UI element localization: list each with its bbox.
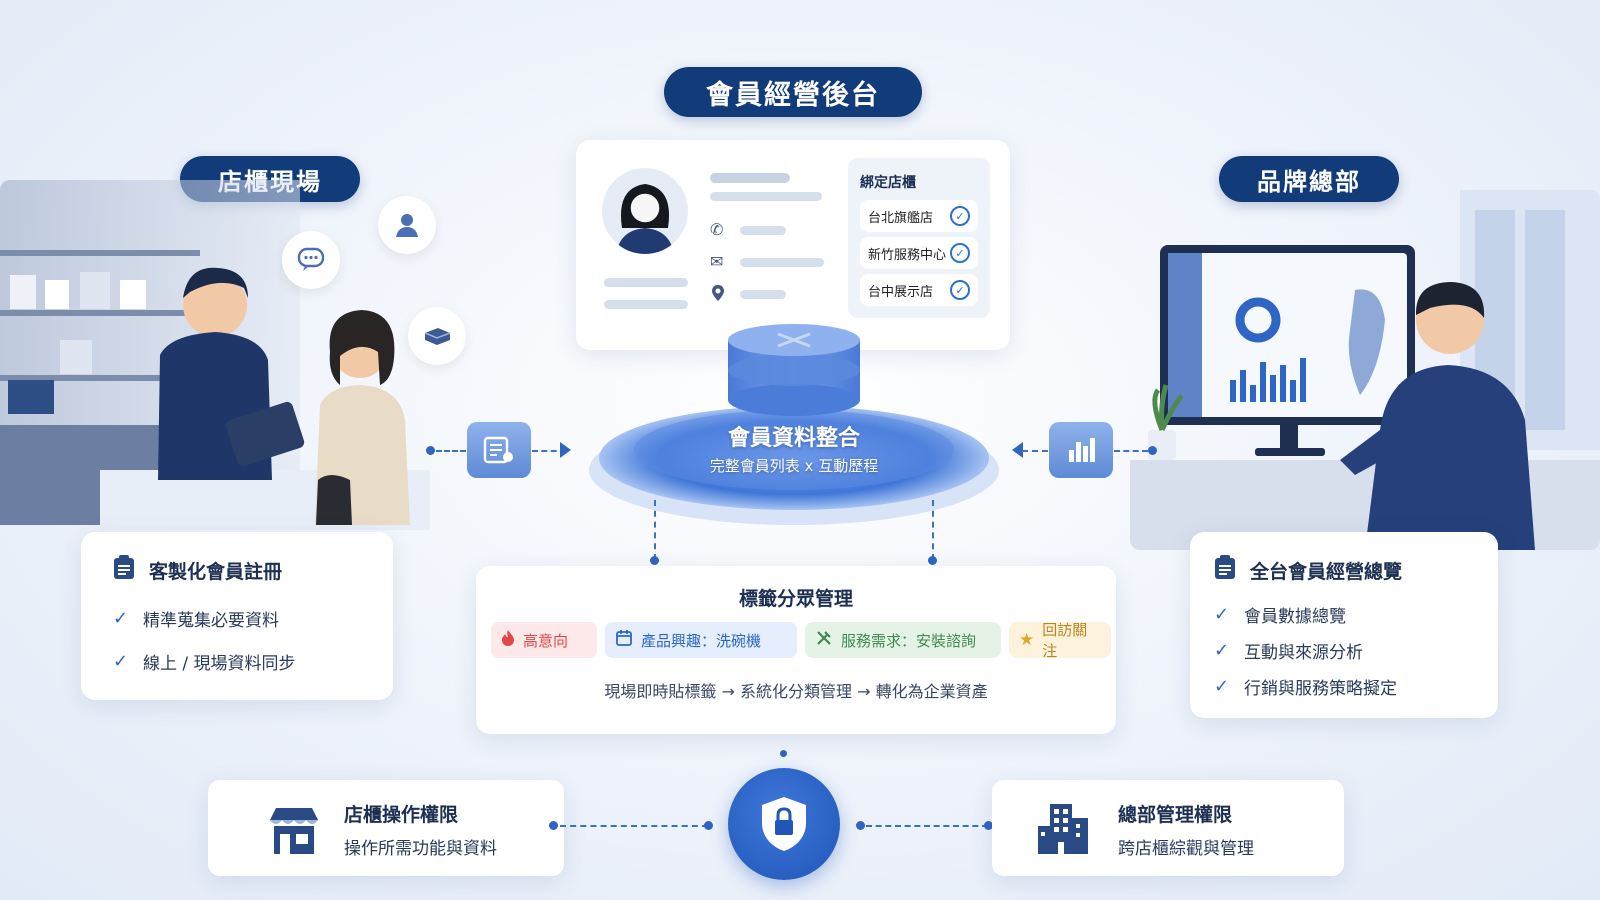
hub-subtitle: 完整會員列表 x 互動歷程 bbox=[709, 457, 879, 475]
calendar-icon bbox=[615, 629, 633, 651]
feature-item-label: 精準蒐集必要資料 bbox=[143, 611, 279, 631]
phone-icon: ✆ bbox=[710, 220, 724, 239]
permission-title: 店櫃操作權限 bbox=[344, 804, 459, 826]
feature-item: ✓ 精準蒐集必要資料 bbox=[113, 606, 279, 631]
header-title: 會員經營後台 bbox=[664, 67, 922, 117]
chat-bubble-icon bbox=[282, 231, 340, 289]
check-circle-icon: ✓ bbox=[950, 206, 970, 226]
storefront-icon bbox=[266, 804, 322, 860]
tag-high-intent[interactable]: 高意向 bbox=[491, 622, 597, 658]
check-circle-icon: ✓ bbox=[950, 243, 970, 263]
bound-store-item[interactable]: 台北旗艦店 ✓ bbox=[860, 200, 978, 232]
tag-flow-text: 現場即時貼標籤 → 系統化分類管理 → 轉化為企業資產 bbox=[604, 682, 988, 701]
card-title: 全台會員經營總覽 bbox=[1250, 561, 1403, 583]
hq-permission-card: 總部管理權限 跨店櫃綜觀與管理 bbox=[992, 780, 1344, 876]
lock-icon bbox=[728, 768, 840, 880]
permission-desc: 操作所需功能與資料 bbox=[344, 839, 497, 859]
store-scene-illustration bbox=[0, 180, 430, 540]
mail-icon: ✉ bbox=[710, 252, 724, 271]
feature-item: ✓ 會員數據總覽 bbox=[1214, 602, 1346, 627]
check-icon: ✓ bbox=[113, 651, 129, 672]
tag-label: 高意向 bbox=[523, 631, 569, 650]
tag-label: 回訪關注 bbox=[1042, 621, 1088, 660]
hub-title: 會員資料整合 bbox=[727, 426, 860, 451]
member-data-hub bbox=[578, 310, 1010, 530]
location-pin-icon bbox=[710, 284, 726, 306]
bar-chart-icon bbox=[1049, 422, 1113, 478]
bound-store-label: 新竹服務中心 bbox=[868, 247, 947, 263]
member-profile-card: ✆ ✉ 綁定店櫃 台北旗艦店 ✓ 新竹服務中心 ✓ 台中展示店 ✓ bbox=[576, 140, 1010, 350]
bound-stores-title: 綁定店櫃 bbox=[860, 175, 916, 191]
feature-item-label: 線上 / 現場資料同步 bbox=[143, 654, 296, 674]
avatar bbox=[602, 168, 688, 254]
feature-item: ✓ 行銷與服務策略擬定 bbox=[1214, 674, 1397, 699]
tag-product-interest[interactable]: 產品興趣：洗碗機 bbox=[605, 622, 797, 658]
check-icon: ✓ bbox=[1214, 676, 1230, 697]
check-icon: ✓ bbox=[1214, 604, 1230, 625]
check-icon: ✓ bbox=[1214, 640, 1230, 661]
clipboard-icon bbox=[1214, 554, 1236, 584]
right-zone-title: 品牌總部 bbox=[1219, 156, 1399, 202]
fire-icon bbox=[501, 629, 515, 651]
tag-label: 產品興趣：洗碗機 bbox=[641, 631, 762, 650]
feature-item-label: 互動與來源分析 bbox=[1244, 643, 1363, 663]
card-title: 標籤分眾管理 bbox=[738, 588, 853, 610]
tag-list: 高意向 產品興趣：洗碗機 服務需求：安裝諮詢 ★ 回訪關注 bbox=[491, 621, 1111, 660]
user-bubble-icon bbox=[378, 196, 436, 254]
bound-stores-panel: 綁定店櫃 台北旗艦店 ✓ 新竹服務中心 ✓ 台中展示店 ✓ bbox=[848, 158, 990, 318]
tag-follow-up[interactable]: ★ 回訪關注 bbox=[1009, 621, 1111, 660]
feature-item: ✓ 線上 / 現場資料同步 bbox=[113, 649, 296, 674]
feature-item-label: 會員數據總覽 bbox=[1244, 607, 1346, 627]
clipboard-icon bbox=[113, 554, 135, 584]
tag-service-need[interactable]: 服務需求：安裝諮詢 bbox=[805, 622, 1001, 658]
custom-registration-card: 客製化會員註冊 ✓ 精準蒐集必要資料 ✓ 線上 / 現場資料同步 bbox=[81, 532, 393, 700]
bound-store-label: 台北旗艦店 bbox=[868, 210, 934, 226]
bound-store-label: 台中展示店 bbox=[868, 284, 934, 300]
form-document-icon bbox=[467, 422, 531, 478]
check-icon: ✓ bbox=[113, 608, 129, 629]
card-title: 客製化會員註冊 bbox=[149, 561, 283, 583]
tag-segmentation-card: 標籤分眾管理 高意向 產品興趣：洗碗機 服務需求：安裝諮詢 ★ 回訪關注 現場即… bbox=[476, 566, 1116, 734]
nationwide-overview-card: 全台會員經營總覽 ✓ 會員數據總覽 ✓ 互動與來源分析 ✓ 行銷與服務策略擬定 bbox=[1190, 532, 1498, 718]
star-icon: ★ bbox=[1019, 630, 1035, 650]
bound-store-item[interactable]: 台中展示店 ✓ bbox=[860, 274, 978, 306]
permission-title: 總部管理權限 bbox=[1118, 804, 1233, 826]
feature-item: ✓ 互動與來源分析 bbox=[1214, 638, 1363, 663]
permission-desc: 跨店櫃綜觀與管理 bbox=[1118, 839, 1254, 859]
product-bubble-icon bbox=[408, 307, 466, 365]
check-circle-icon: ✓ bbox=[950, 280, 970, 300]
tools-icon bbox=[815, 629, 833, 651]
bound-store-item[interactable]: 新竹服務中心 ✓ bbox=[860, 237, 978, 269]
tag-label: 服務需求：安裝諮詢 bbox=[841, 631, 977, 650]
feature-item-label: 行銷與服務策略擬定 bbox=[1244, 679, 1397, 699]
headquarters-scene-illustration bbox=[1130, 190, 1600, 550]
office-building-icon bbox=[1036, 800, 1092, 860]
store-permission-card: 店櫃操作權限 操作所需功能與資料 bbox=[208, 780, 564, 876]
